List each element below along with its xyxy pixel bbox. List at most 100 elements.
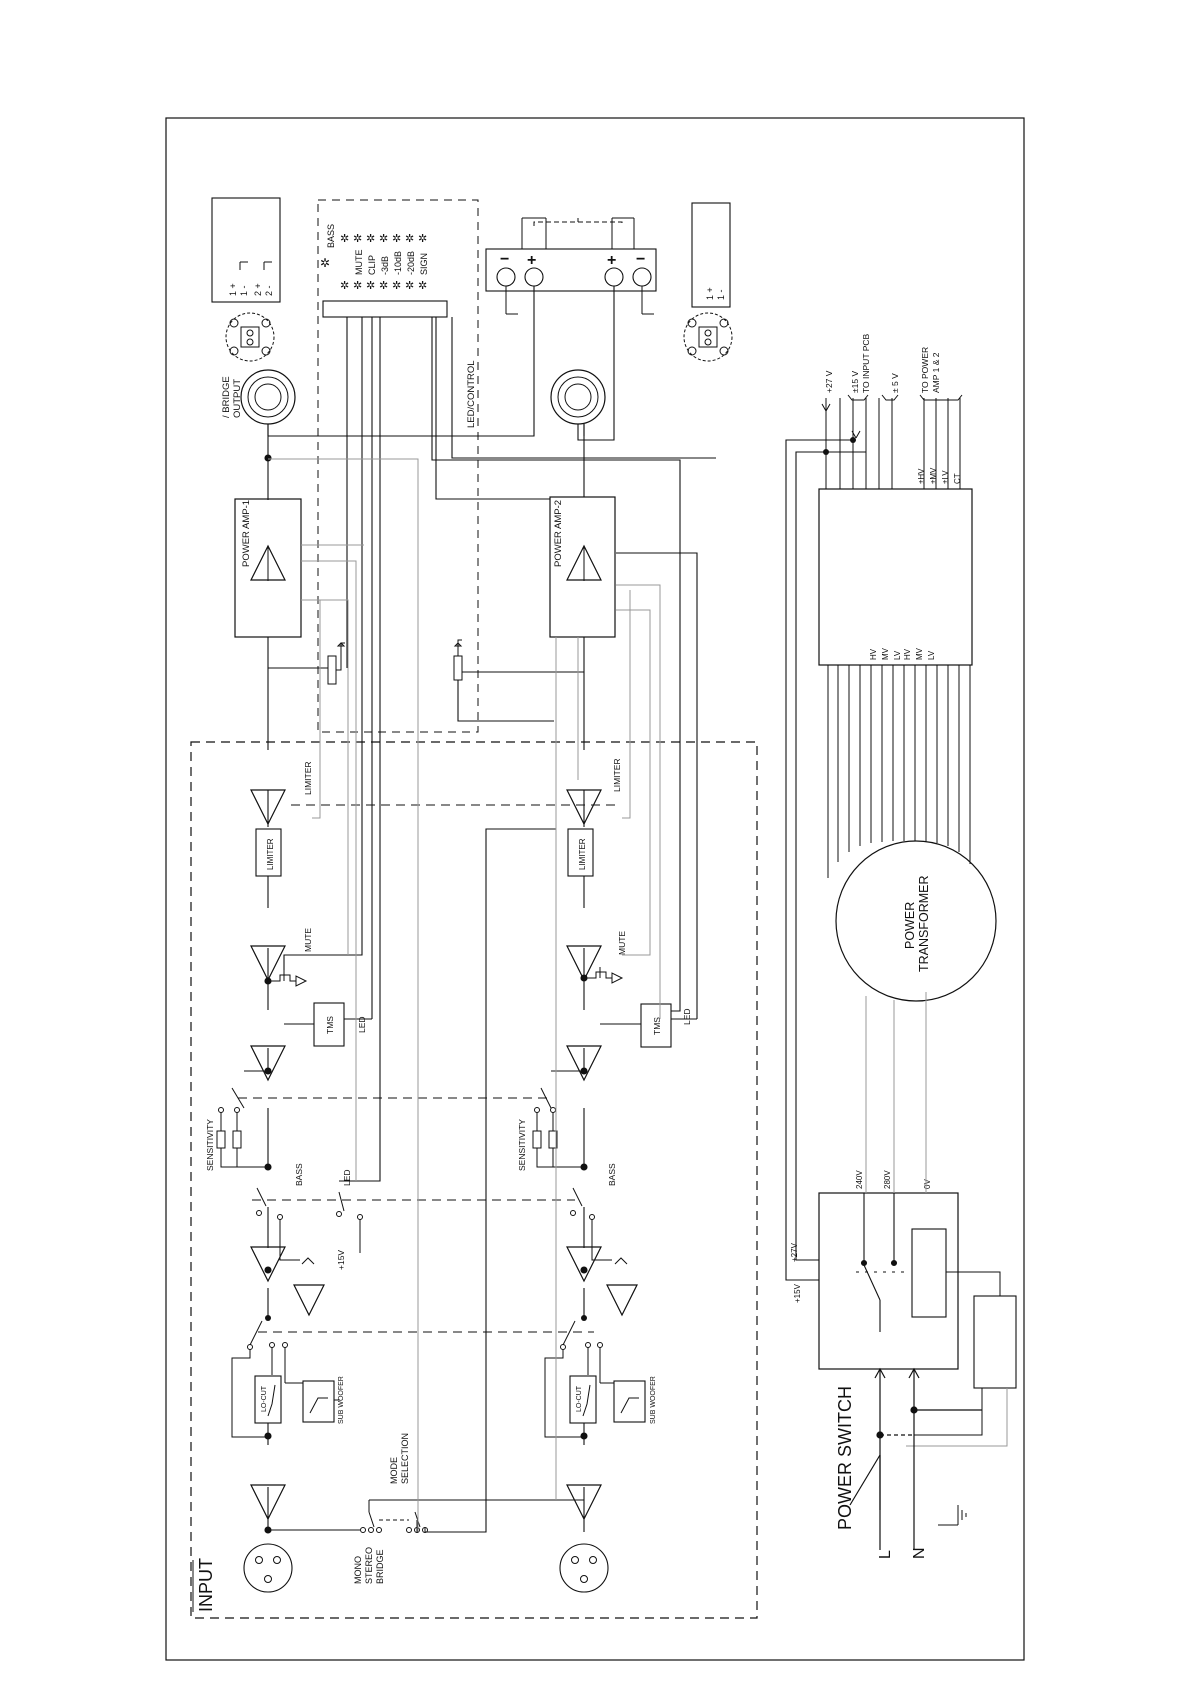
led-control-label: LED/CONTROL [466, 360, 477, 428]
limiter-2 [567, 828, 594, 877]
power-supply-box [818, 488, 973, 666]
bridge-output-label-1: / BRIDGE [221, 376, 232, 418]
power-switch-box [818, 1192, 959, 1370]
limiter-2-label: LIMITER [578, 838, 587, 870]
diagram-frame [165, 117, 1025, 1661]
svg-text:✲: ✲ [340, 280, 349, 292]
rail-in-hv1: HV [869, 648, 878, 660]
led-20db-label: -20dB [406, 251, 416, 275]
rail-out-ct: CT [953, 473, 962, 484]
speakon-2-box: 1 + 1 - [691, 202, 731, 308]
led-icon: ✲ [392, 233, 401, 245]
svg-text:1 +: 1 + [228, 283, 238, 296]
xlr-input-2-icon [559, 1543, 609, 1593]
led-icon: ✲ [405, 233, 414, 245]
input-label: INPUT [196, 1558, 216, 1612]
rail-in-hv2: HV [903, 648, 912, 660]
sub-woofer-1-label: SUB WOOFER [338, 1376, 345, 1424]
led-10db-label: -10dB [393, 251, 403, 275]
sub-woofer-2-label: SUB WOOFER [650, 1376, 657, 1424]
led-control-region [317, 199, 479, 733]
ground-icon [938, 1505, 967, 1526]
plus15v-supply-label: +15V [793, 1283, 802, 1303]
potentiometer-1-icon [327, 642, 346, 685]
svg-text:1 +: 1 + [705, 287, 715, 300]
mute-2-label: MUTE [617, 931, 627, 955]
svg-text:✲: ✲ [366, 280, 375, 292]
supply-27v-label: +27 V [824, 370, 834, 393]
power-amp-1-label: POWER AMP-1 [241, 500, 252, 567]
svg-text:✲: ✲ [392, 280, 401, 292]
output-terminal-block: − + + − [485, 217, 657, 315]
led-star-icon: ✲ [320, 256, 330, 270]
mains-l-label: L [877, 1550, 894, 1559]
power-amp-1 [234, 498, 302, 638]
power-amp-2 [549, 496, 616, 638]
led-switch-1-label: LED [342, 1169, 352, 1186]
limiter-1 [255, 828, 282, 877]
svg-text:1 -: 1 - [239, 285, 249, 296]
led-2-label: LED [682, 1008, 692, 1025]
led-icon: ✲ [379, 233, 388, 245]
speakon-1-box: 1 + 1 - 2 + 2 - [211, 197, 281, 303]
supply-amp12-label: AMP 1 & 2 [931, 352, 941, 393]
svg-text:2 -: 2 - [264, 285, 274, 296]
led-clip-label: CLIP [367, 255, 377, 275]
speaker-1-icon [240, 369, 296, 425]
sub-woofer-2 [613, 1380, 646, 1423]
power-amp-2-label: POWER AMP-2 [553, 500, 564, 567]
tms-2-label: TMS [652, 1017, 662, 1035]
mode-mono-label: MONO [353, 1556, 363, 1584]
led-3db-label: -3dB [380, 256, 390, 275]
mains-n-label: N [911, 1547, 928, 1559]
svg-text:2 +: 2 + [253, 283, 263, 296]
rail-out-mv: ±MV [929, 467, 938, 484]
v240-label: 240V [855, 1170, 864, 1189]
supply-to-power-label: TO POWER [920, 347, 930, 393]
svg-text:✲: ✲ [405, 280, 414, 292]
mode-selection-switch [268, 1499, 584, 1533]
limiter-2-side-label: LIMITER [612, 758, 622, 792]
bass-1-label: BASS [294, 1163, 304, 1186]
rail-in-lv2: LV [927, 650, 936, 660]
supply-input-pcb-label: TO INPUT PCB [861, 333, 871, 393]
tms-1-label: TMS [325, 1016, 335, 1034]
power-transformer-label-1: POWER [903, 902, 917, 949]
svg-text:−: − [636, 251, 645, 268]
led-1-label: LED [357, 1016, 367, 1033]
tms-1 [313, 1002, 345, 1047]
mode-bridge-label: BRIDGE [375, 1549, 385, 1584]
svg-text:✲: ✲ [379, 280, 388, 292]
rail-in-mv2: MV [915, 647, 924, 660]
rail-in-lv1: LV [893, 650, 902, 660]
plus27v-supply-label: +27V [790, 1242, 799, 1262]
power-transformer-icon [835, 840, 997, 1002]
led-icon: ✲ [366, 233, 375, 245]
mute-1-label: MUTE [303, 928, 313, 952]
led-icon: ✲ [353, 233, 362, 245]
speakon-connector-2-icon [683, 312, 733, 362]
sub-woofer-1 [302, 1380, 335, 1423]
supply-5v-label: ± 5 V [890, 373, 900, 393]
xlr-input-1-icon [243, 1543, 293, 1593]
limiter-1-side-label: LIMITER [303, 761, 313, 795]
svg-text:+: + [607, 252, 616, 269]
supply-15v-label: ±15 V [850, 371, 860, 393]
rail-out-lv: ±LV [941, 470, 950, 484]
channel-1 [264, 424, 272, 1534]
mode-selection-label-1: MODE [389, 1457, 399, 1484]
tms-2 [640, 1003, 672, 1048]
led-icon: ✲ [340, 233, 349, 245]
led-panel: BASS ✲ MUTE CLIP -3dB -10dB -20dB SIGN ✲… [320, 224, 429, 292]
amp-triangle-icon [566, 1246, 602, 1282]
power-switch-label: POWER SWITCH [835, 1386, 855, 1530]
mode-stereo-label: STEREO [364, 1547, 374, 1584]
lo-cut-1-label: LO-CUT [261, 1385, 268, 1412]
svg-text:+: + [527, 252, 536, 269]
led-connector [322, 300, 448, 318]
led-sign-label: SIGN [419, 253, 429, 275]
mode-selection-label-2: SELECTION [400, 1433, 410, 1484]
speakon-connector-1-icon [225, 312, 275, 362]
led-icon: ✲ [418, 233, 427, 245]
sensitivity-1-label: SENSITIVITY [205, 1119, 215, 1171]
